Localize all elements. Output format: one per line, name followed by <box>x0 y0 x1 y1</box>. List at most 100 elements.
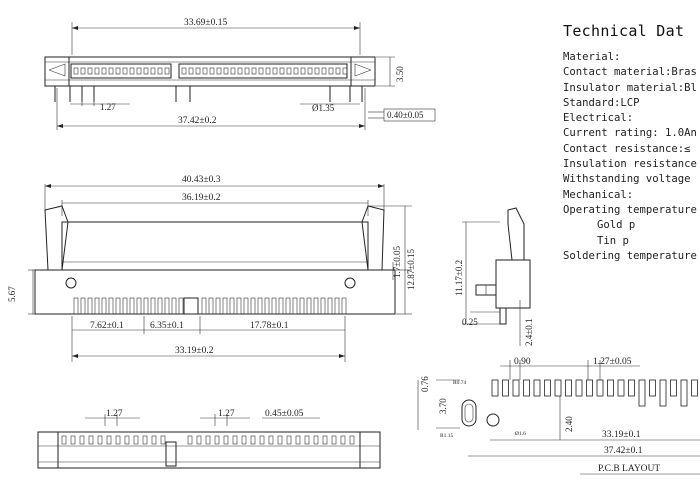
contact-slot <box>300 67 306 75</box>
contact-tooth <box>171 297 177 315</box>
dim-pcb-r2: R1.15 <box>440 433 454 439</box>
contact-tooth <box>73 297 79 315</box>
contact-slot <box>328 67 334 75</box>
pcb-pad <box>533 379 541 397</box>
contact-tooth <box>313 435 319 445</box>
spec-line: Standard:LCP <box>563 96 640 109</box>
dim-pcb-span: 33.19±0.1 <box>602 430 641 440</box>
contact-slot <box>164 67 170 75</box>
contact-slot <box>143 67 149 75</box>
pcb-pad <box>638 379 646 407</box>
contact-slot <box>321 67 327 75</box>
contact-slot <box>335 67 341 75</box>
contact-tooth <box>94 297 100 315</box>
contact-tooth <box>241 435 247 445</box>
contact-slot <box>94 67 100 75</box>
dim-front-height-left: 5.67 <box>7 286 17 302</box>
pcb-pad <box>628 379 635 397</box>
contact-slot <box>251 67 257 75</box>
contact-slot <box>122 67 128 75</box>
dim-pcb-r3: Ø1.6 <box>515 431 526 437</box>
contact-tooth <box>257 297 263 315</box>
dim-front-seg1: 7.62±0.1 <box>90 321 124 331</box>
contact-slot <box>181 67 187 75</box>
contact-tooth <box>115 297 121 315</box>
contact-tooth <box>340 435 346 445</box>
dim-pcb-r1: R0.74 <box>453 380 467 386</box>
pcb-pad <box>565 379 572 397</box>
contact-tooth <box>136 297 142 315</box>
contact-tooth <box>122 297 128 315</box>
pcb-pad <box>670 379 677 397</box>
pcb-pad <box>554 379 562 397</box>
side-view: 11.17±0.2 0.25 2.4±0.1 <box>454 207 534 346</box>
spec-line: Material: <box>563 51 621 63</box>
dim-top-overall: 37.42±0.2 <box>178 116 217 126</box>
contact-tooth <box>331 435 337 445</box>
dim-top-width: 33.69±0.15 <box>184 18 227 28</box>
contact-slot <box>80 67 86 75</box>
contact-slot <box>293 67 299 75</box>
contact-tooth <box>250 297 256 315</box>
dim-side-foot: 2.4±0.1 <box>524 319 534 346</box>
top-view: 33.69±0.15 3.50 1.27 Ø1.35 3 <box>44 18 436 130</box>
contact-slot <box>129 67 135 75</box>
contact-tooth <box>142 435 148 445</box>
bottom-view: 1.27 1.27 0.45±0.05 <box>37 409 381 469</box>
dim-pcb-overall: 37.42±0.1 <box>604 446 643 456</box>
contact-tooth <box>143 297 149 315</box>
dim-side-pin: 0.25 <box>462 317 478 327</box>
pcb-pad <box>491 379 499 397</box>
contact-tooth <box>286 435 292 445</box>
contact-tooth <box>223 435 229 445</box>
contact-tooth <box>208 297 214 315</box>
contact-slot <box>265 67 271 75</box>
spec-line: Operating temperature <box>563 203 697 216</box>
contact-tooth <box>341 297 347 315</box>
spec-line: Gold p <box>597 219 636 232</box>
contact-slot <box>237 67 243 75</box>
dim-front-span: 33.19±0.2 <box>175 346 214 356</box>
contact-tooth <box>299 297 305 315</box>
contact-tooth <box>129 297 135 315</box>
contact-slot <box>136 67 142 75</box>
dim-pcb-left2: 3.70 <box>438 398 448 414</box>
dim-bottom-pitch1: 1.27 <box>106 409 123 419</box>
contact-slot <box>272 67 278 75</box>
technical-data-title: Technical Dat <box>563 22 685 40</box>
contact-tooth <box>196 435 202 445</box>
contact-slot <box>188 67 194 75</box>
contact-slot <box>209 67 215 75</box>
dim-top-height: 3.50 <box>395 66 405 82</box>
contact-tooth <box>313 297 319 315</box>
pcb-pad <box>649 379 656 397</box>
dim-pcb-pitch: 1.27±0.05 <box>593 357 632 367</box>
pcb-pad <box>575 379 583 397</box>
contact-tooth <box>327 297 333 315</box>
spec-line: Mechanical: <box>563 188 634 201</box>
contact-tooth <box>87 297 93 315</box>
pcb-pad <box>617 379 625 397</box>
spec-line: Contact resistance:≤ <box>563 142 691 155</box>
spec-line: Electrical: <box>563 112 634 125</box>
pcb-pad <box>544 379 551 397</box>
contact-slot <box>216 67 222 75</box>
contact-tooth <box>243 297 249 315</box>
contact-tooth <box>285 297 291 315</box>
pcb-pad <box>680 379 688 407</box>
contact-slot <box>157 67 163 75</box>
contact-tooth <box>150 297 156 315</box>
spec-line: Soldering temperature <box>563 249 697 262</box>
spec-line: Withstanding voltage <box>563 173 691 186</box>
contact-tooth <box>115 435 121 445</box>
dim-pcb-height: 2.40 <box>564 416 574 432</box>
contact-tooth <box>61 435 67 445</box>
contact-tooth <box>306 297 312 315</box>
pcb-pad <box>502 379 509 397</box>
contact-tooth <box>97 435 103 445</box>
dim-front-seg2: 6.35±0.1 <box>150 321 184 331</box>
spec-line: Contact material:Bras <box>563 66 697 79</box>
contact-tooth <box>160 435 166 445</box>
pcb-pad <box>586 379 593 397</box>
contact-tooth <box>101 297 107 315</box>
